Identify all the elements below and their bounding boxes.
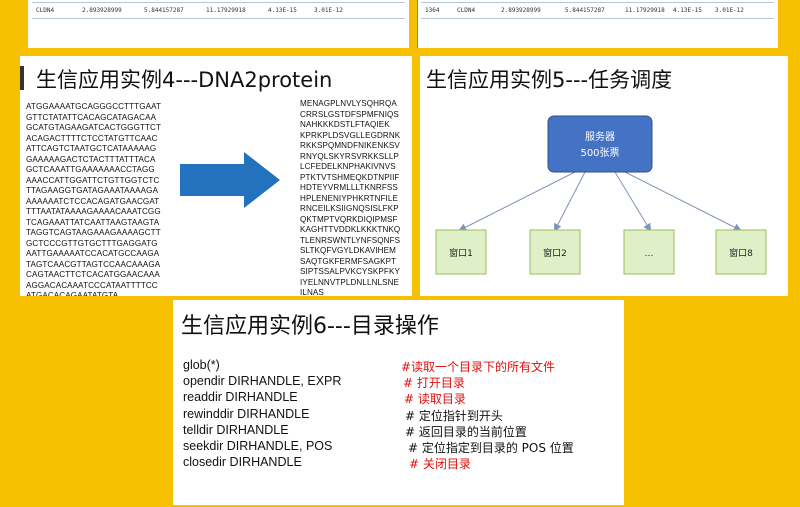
list-item: rewinddir DIRHANDLE # 定位指针到开头 bbox=[183, 407, 624, 423]
divider bbox=[417, 0, 418, 48]
window-node: 窗口2 bbox=[529, 229, 581, 275]
cell: 1364 bbox=[425, 7, 440, 14]
command: readdir DIRHANDLE bbox=[183, 390, 298, 405]
data-table-row: CLDN4 2.893928999 5.844157287 11.1792991… bbox=[32, 2, 405, 19]
list-item: telldir DIRHANDLE # 返回目录的当前位置 bbox=[183, 423, 624, 439]
cell: CLDN4 bbox=[457, 7, 476, 14]
command: glob(*) bbox=[183, 358, 220, 372]
comment: # 打开目录 bbox=[403, 376, 465, 391]
directory-ops-panel: 生信应用实例6---目录操作 glob(*) #读取一个目录下的所有文件 ope… bbox=[173, 300, 624, 505]
server-tickets: 500张票 bbox=[580, 147, 619, 159]
connector-line bbox=[458, 171, 576, 231]
task-scheduling-panel: 生信应用实例5---任务调度 服务器 500张票 窗口1 窗口2 bbox=[420, 56, 788, 296]
list-item: seekdir DIRHANDLE, POS # 定位指定到目录的 POS 位置 bbox=[183, 439, 624, 455]
list-item: glob(*) #读取一个目录下的所有文件 bbox=[183, 358, 624, 374]
comment: # 读取目录 bbox=[404, 392, 466, 407]
dna-sequence: ATGGAAAATGCAGGGCCTTTGAAT GTTCTATATTCACAG… bbox=[26, 102, 162, 296]
connector-line bbox=[554, 171, 586, 232]
window-node: 窗口8 bbox=[715, 229, 767, 275]
command: rewinddir DIRHANDLE bbox=[183, 406, 310, 421]
cell: 3.01E-12 bbox=[715, 7, 744, 14]
cell: 3.01E-12 bbox=[314, 7, 343, 14]
panel-title: 生信应用实例4---DNA2protein bbox=[36, 68, 333, 92]
server-node: 服务器 500张票 bbox=[547, 115, 653, 173]
title-marker bbox=[20, 66, 24, 90]
window-label: 窗口1 bbox=[449, 247, 473, 259]
cell: 5.844157287 bbox=[565, 7, 605, 14]
cell: 4.13E-15 bbox=[268, 7, 297, 14]
right-arrow-icon bbox=[180, 152, 280, 208]
panel-title: 生信应用实例5---任务调度 bbox=[426, 68, 673, 92]
window-node: … bbox=[623, 229, 675, 275]
window-label: 窗口8 bbox=[729, 247, 753, 259]
protein-sequence: MENAGPLNVLYSQHRQA CRRSLGSTDFSPMFNIQS NAH… bbox=[300, 99, 401, 296]
top-data-strip-left: CLDN4 2.893928999 5.844157287 11.1792991… bbox=[28, 0, 409, 48]
comment: # 返回目录的当前位置 bbox=[405, 424, 527, 439]
data-table-row: 1364 CLDN4 2.893928999 5.844157287 11.17… bbox=[421, 2, 774, 19]
window-node: 窗口1 bbox=[435, 229, 487, 275]
comment: #读取一个目录下的所有文件 bbox=[401, 360, 556, 374]
cell: CLDN4 bbox=[36, 7, 55, 14]
command: closedir DIRHANDLE bbox=[183, 455, 302, 470]
cell: 2.893928999 bbox=[82, 7, 122, 14]
command: seekdir DIRHANDLE, POS bbox=[183, 438, 333, 453]
window-label: 窗口2 bbox=[543, 247, 567, 259]
cell: 4.13E-15 bbox=[673, 7, 702, 14]
cell: 5.844157287 bbox=[144, 7, 184, 14]
scheduling-diagram: 服务器 500张票 窗口1 窗口2 … 窗口8 bbox=[435, 115, 767, 275]
list-item: closedir DIRHANDLE # 关闭目录 bbox=[183, 455, 624, 471]
comment: # 定位指针到开头 bbox=[405, 408, 503, 423]
window-label: … bbox=[645, 249, 654, 259]
connector-line bbox=[624, 171, 742, 231]
list-item: readdir DIRHANDLE # 读取目录 bbox=[183, 390, 624, 406]
list-item: opendir DIRHANDLE, EXPR # 打开目录 bbox=[183, 374, 624, 390]
cell: 11.17929918 bbox=[625, 7, 665, 14]
cell: 11.17929918 bbox=[206, 7, 246, 14]
command: telldir DIRHANDLE bbox=[183, 422, 289, 437]
comment: # 定位指定到目录的 POS 位置 bbox=[408, 440, 574, 455]
connector-lines bbox=[458, 171, 742, 232]
panel-title: 生信应用实例6---目录操作 bbox=[181, 314, 439, 339]
server-label: 服务器 bbox=[585, 130, 615, 143]
cell: 2.893928999 bbox=[501, 7, 541, 14]
dna2protein-panel: 生信应用实例4---DNA2protein ATGGAAAATGCAGGGCCT… bbox=[20, 56, 412, 296]
comment: # 关闭目录 bbox=[409, 457, 471, 472]
command-list: glob(*) #读取一个目录下的所有文件 opendir DIRHANDLE,… bbox=[183, 358, 624, 471]
connector-line bbox=[614, 171, 652, 232]
command: opendir DIRHANDLE, EXPR bbox=[183, 374, 342, 389]
top-data-strip-right: 1364 CLDN4 2.893928999 5.844157287 11.17… bbox=[417, 0, 778, 48]
